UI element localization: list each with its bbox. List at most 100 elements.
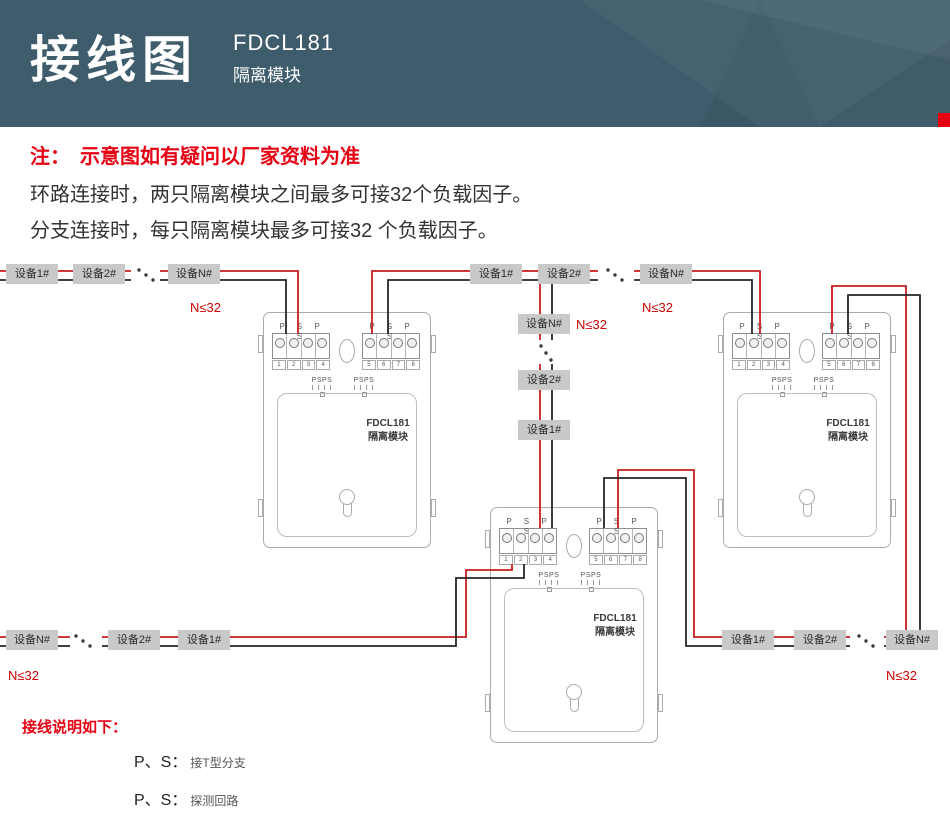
pin-ticks bbox=[772, 385, 792, 390]
device-box: 设备2# bbox=[108, 630, 160, 650]
keyhole-oval-icon bbox=[566, 534, 582, 558]
legend-term: P、S： bbox=[134, 754, 188, 771]
keyhole-oval-icon bbox=[339, 339, 355, 363]
mount-tab bbox=[718, 335, 723, 353]
screw-terminal bbox=[776, 334, 789, 358]
legend-item-branch: P、S：接T型分支 bbox=[134, 748, 246, 772]
legend-desc: 探测回路 bbox=[190, 794, 239, 808]
screw-terminal bbox=[406, 334, 419, 358]
legend-item-loop: P、S：探测回路 bbox=[134, 786, 238, 810]
keyhole-slot bbox=[343, 503, 352, 517]
screw-terminal bbox=[302, 334, 316, 358]
psps-mini-right: PSPS bbox=[578, 572, 604, 592]
terminal-screws bbox=[589, 528, 647, 554]
mount-tab bbox=[891, 499, 896, 517]
module-label: FDCL181 隔离模块 bbox=[593, 613, 637, 638]
terminal-screws bbox=[272, 333, 330, 359]
screw-terminal bbox=[514, 529, 529, 553]
screw-terminal bbox=[590, 529, 605, 553]
limit-label: N≤32 bbox=[8, 668, 39, 683]
header-banner: 接线图 FDCL181 隔离模块 bbox=[0, 0, 950, 127]
pin-mark bbox=[546, 587, 552, 592]
module-label: FDCL181 隔离模块 bbox=[366, 418, 410, 443]
pin-ticks bbox=[312, 385, 332, 390]
screw-terminal bbox=[852, 334, 866, 358]
screw-terminal bbox=[762, 334, 776, 358]
screw-terminal bbox=[837, 334, 852, 358]
screw-terminal bbox=[316, 334, 329, 358]
psps-mini-left: PSPS bbox=[309, 377, 335, 397]
screw-terminal bbox=[823, 334, 838, 358]
psps-mini-right: PSPS bbox=[811, 377, 837, 397]
device-box: 设备1# bbox=[518, 420, 570, 440]
device-box: 设备1# bbox=[470, 264, 522, 284]
note-warning: 注： 示意图如有疑问以厂家资料为准 bbox=[30, 146, 360, 168]
legend-desc: 接T型分支 bbox=[190, 756, 246, 770]
screw-terminal bbox=[619, 529, 633, 553]
legend-title: 接线说明如下： bbox=[22, 719, 128, 736]
pin-mark bbox=[588, 587, 594, 592]
module-label: FDCL181 隔离模块 bbox=[826, 418, 870, 443]
screw-terminal bbox=[747, 334, 762, 358]
mount-tab bbox=[485, 694, 490, 712]
screw-terminal bbox=[273, 334, 288, 358]
pin-mark bbox=[319, 392, 325, 397]
red-accent-block bbox=[938, 113, 950, 127]
psps-mini-left: PSPS bbox=[769, 377, 795, 397]
terminal-screws bbox=[362, 333, 420, 359]
screw-terminal bbox=[543, 529, 556, 553]
device-box: 设备2# bbox=[73, 264, 125, 284]
device-box: 设备N# bbox=[168, 264, 220, 284]
device-box: 设备N# bbox=[518, 314, 570, 334]
device-box: 设备N# bbox=[640, 264, 692, 284]
header-facets-pattern bbox=[580, 0, 950, 127]
screw-terminal bbox=[604, 529, 619, 553]
pin-mark bbox=[361, 392, 367, 397]
limit-label: N≤32 bbox=[190, 300, 221, 315]
note-loop: 环路连接时，两只隔离模块之间最多可接32个负载因子。 bbox=[30, 184, 533, 206]
module-inner-panel bbox=[277, 393, 417, 537]
limit-label: N≤32 bbox=[886, 668, 917, 683]
terminal-screws bbox=[822, 333, 880, 359]
limit-label: N≤32 bbox=[642, 300, 673, 315]
pin-ticks bbox=[354, 385, 374, 390]
device-box: 设备N# bbox=[6, 630, 58, 650]
screw-terminal bbox=[866, 334, 879, 358]
mount-tab bbox=[891, 335, 896, 353]
device-box: 设备2# bbox=[794, 630, 846, 650]
note-branch: 分支连接时，每只隔离模块最多可接32 个负载因子。 bbox=[30, 220, 498, 242]
module-inner-panel bbox=[504, 588, 644, 732]
mount-tab bbox=[431, 499, 436, 517]
terminal-screws bbox=[732, 333, 790, 359]
device-box: 设备1# bbox=[178, 630, 230, 650]
pin-mark bbox=[821, 392, 827, 397]
screw-terminal bbox=[633, 529, 646, 553]
page-title: 接线图 bbox=[30, 32, 198, 88]
keyhole-slot bbox=[570, 698, 579, 712]
device-box: 设备2# bbox=[518, 370, 570, 390]
limit-label: N≤32 bbox=[576, 317, 607, 332]
terminal-letters: P S P S bbox=[739, 322, 783, 341]
pin-ticks bbox=[814, 385, 834, 390]
legend-term: P、S： bbox=[134, 792, 188, 809]
keyhole-oval-icon bbox=[799, 339, 815, 363]
mount-tab bbox=[485, 530, 490, 548]
terminal-screws bbox=[499, 528, 557, 554]
device-box: 设备N# bbox=[886, 630, 938, 650]
terminal-letters: P S P S bbox=[279, 322, 323, 341]
terminal-letters: P S P S bbox=[829, 322, 873, 341]
screw-terminal bbox=[529, 529, 543, 553]
